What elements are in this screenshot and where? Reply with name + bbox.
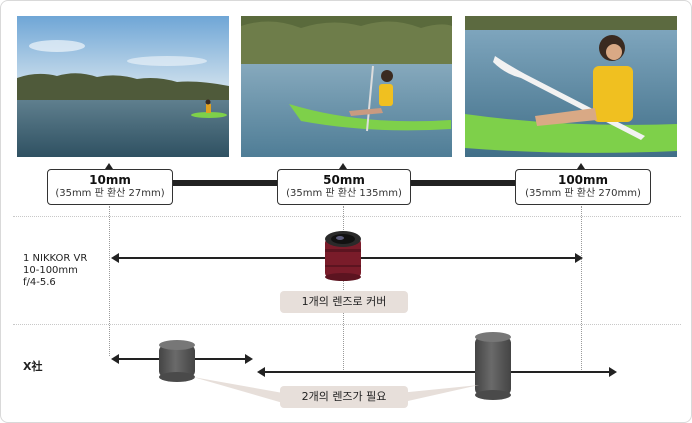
focal-box-100mm: 100mm (35mm 판 환산 270mm) <box>515 169 651 205</box>
focal-label: 100mm <box>557 173 609 187</box>
nikkor-callout: 1개의 렌즈로 커버 <box>280 291 408 313</box>
tick-50mm <box>339 163 347 169</box>
guide-10mm <box>109 206 110 356</box>
tick-10mm <box>105 163 113 169</box>
focal-label: 10mm <box>89 173 131 187</box>
section-divider <box>13 216 681 217</box>
focal-equivalent: (35mm 판 환산 135mm) <box>286 188 402 199</box>
guide-50mm <box>343 206 344 370</box>
section-divider <box>13 324 681 325</box>
competitor-label: X社 <box>23 360 43 373</box>
competitor-tele-arrow <box>257 367 617 377</box>
nikkor-lens-label: 1 NIKKOR VR 10-100mm f/4-5.6 <box>23 253 87 289</box>
competitor-lens-icon <box>159 340 195 382</box>
photo-100mm <box>465 16 677 157</box>
focal-box-10mm: 10mm (35mm 판 환산 27mm) <box>47 169 173 205</box>
focal-equivalent: (35mm 판 환산 270mm) <box>525 188 641 199</box>
guide-100mm <box>581 206 582 370</box>
photo-10mm <box>17 16 229 157</box>
focal-label: 50mm <box>323 173 365 187</box>
photo-50mm <box>241 16 452 157</box>
callout-pointers <box>193 377 479 403</box>
nikkor-lens-icon <box>323 229 363 281</box>
focal-box-50mm: 50mm (35mm 판 환산 135mm) <box>277 169 411 205</box>
nikkor-label-line2: 10-100mm <box>23 265 78 276</box>
nikkor-label-line1: 1 NIKKOR VR <box>23 253 88 264</box>
competitor-lens-large-icon <box>475 332 511 400</box>
focal-equivalent: (35mm 판 환산 27mm) <box>55 188 165 199</box>
nikkor-label-line3: f/4-5.6 <box>23 277 56 288</box>
tick-100mm <box>577 163 585 169</box>
competitor-callout: 2개의 렌즈가 필요 <box>280 386 408 408</box>
